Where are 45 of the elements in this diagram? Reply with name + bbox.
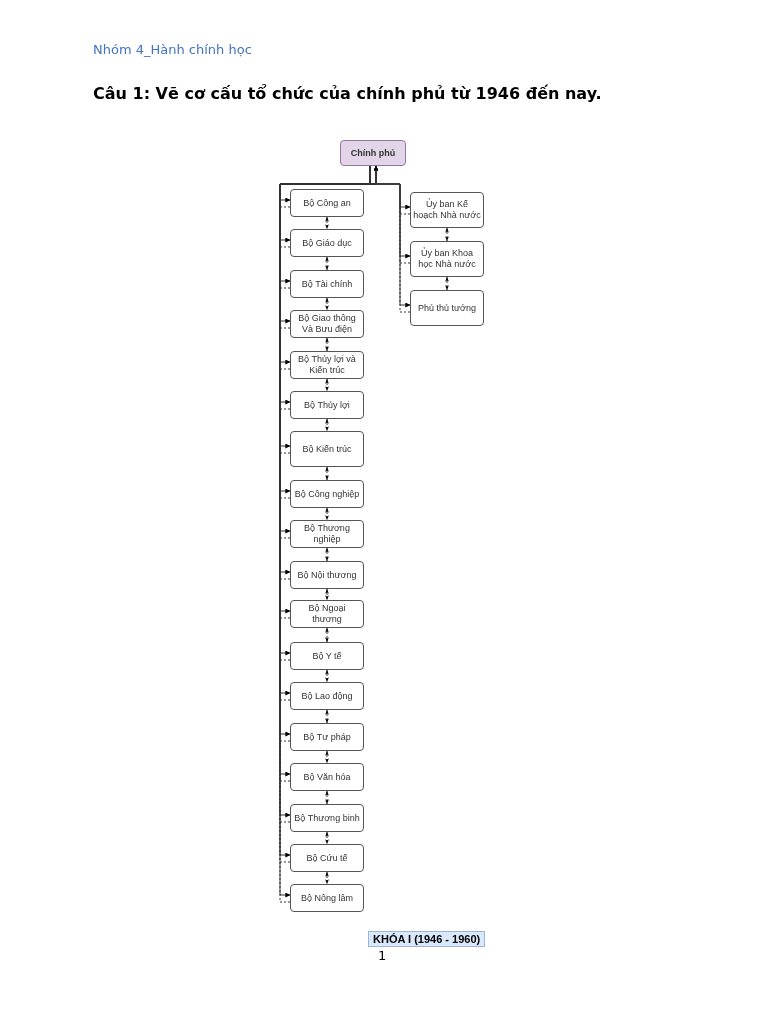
ministry-box: Ủy ban Kế hoạch Nhà nước	[410, 192, 484, 228]
question-heading: Câu 1: Vẽ cơ cấu tổ chức của chính phủ từ 1946 đến nay.	[93, 84, 602, 103]
ministry-box: Bộ Nông lâm	[290, 884, 364, 912]
ministry-box: Bộ Giao thông Và Bưu điện	[290, 310, 364, 338]
dashed-arrow	[325, 669, 329, 683]
ministry-box: Bộ Thương binh	[290, 804, 364, 832]
ministry-box: Bộ Tư pháp	[290, 723, 364, 751]
dashed-arrow	[325, 507, 329, 521]
dashed-arrow	[325, 790, 329, 805]
dashed-arrow	[325, 627, 329, 643]
dashed-arrow	[325, 709, 329, 724]
ministry-box: Bộ Ngoại thương	[290, 600, 364, 628]
ministry-box: Bộ Công an	[290, 189, 364, 217]
ministry-box: Bộ Kiến trúc	[290, 431, 364, 467]
ministry-box: Bộ Thương nghiệp	[290, 520, 364, 548]
ministry-box: Bộ Thủy lợi và Kiến trúc	[290, 351, 364, 379]
ministry-box: Ủy ban Khoa học Nhà nước	[410, 241, 484, 277]
dashed-arrow	[325, 216, 329, 230]
ministry-box: Bộ Nội thương	[290, 561, 364, 589]
ministry-box: Bộ Thủy lợi	[290, 391, 364, 419]
ministry-box: Bộ Giáo dục	[290, 229, 364, 257]
ministry-box: Bộ Tài chính	[290, 270, 364, 298]
dashed-arrow	[325, 418, 329, 432]
period-label: KHÓA I (1946 - 1960)	[368, 931, 486, 947]
dashed-arrow	[325, 871, 329, 885]
dashed-arrow	[445, 227, 449, 242]
ministry-box: Bộ Công nghiệp	[290, 480, 364, 508]
dashed-arrow	[325, 547, 329, 562]
dashed-arrow	[325, 337, 329, 352]
dashed-arrow	[325, 297, 329, 311]
root-box: Chính phủ	[340, 140, 406, 166]
dashed-arrow	[325, 588, 329, 601]
dashed-arrow	[325, 750, 329, 764]
dashed-arrow	[325, 378, 329, 392]
dashed-arrow	[325, 831, 329, 845]
page-number: 1	[378, 948, 387, 963]
dashed-arrow	[445, 276, 449, 291]
ministry-box: Bộ Cứu tế	[290, 844, 364, 872]
dashed-arrow	[325, 466, 329, 481]
ministry-box: Bộ Văn hóa	[290, 763, 364, 791]
ministry-box: Bộ Y tế	[290, 642, 364, 670]
ministry-box: Phủ thủ tướng	[410, 290, 484, 326]
dashed-arrow	[325, 256, 329, 271]
ministry-box: Bộ Lao động	[290, 682, 364, 710]
header-text: Nhóm 4_Hành chính học	[93, 42, 252, 57]
